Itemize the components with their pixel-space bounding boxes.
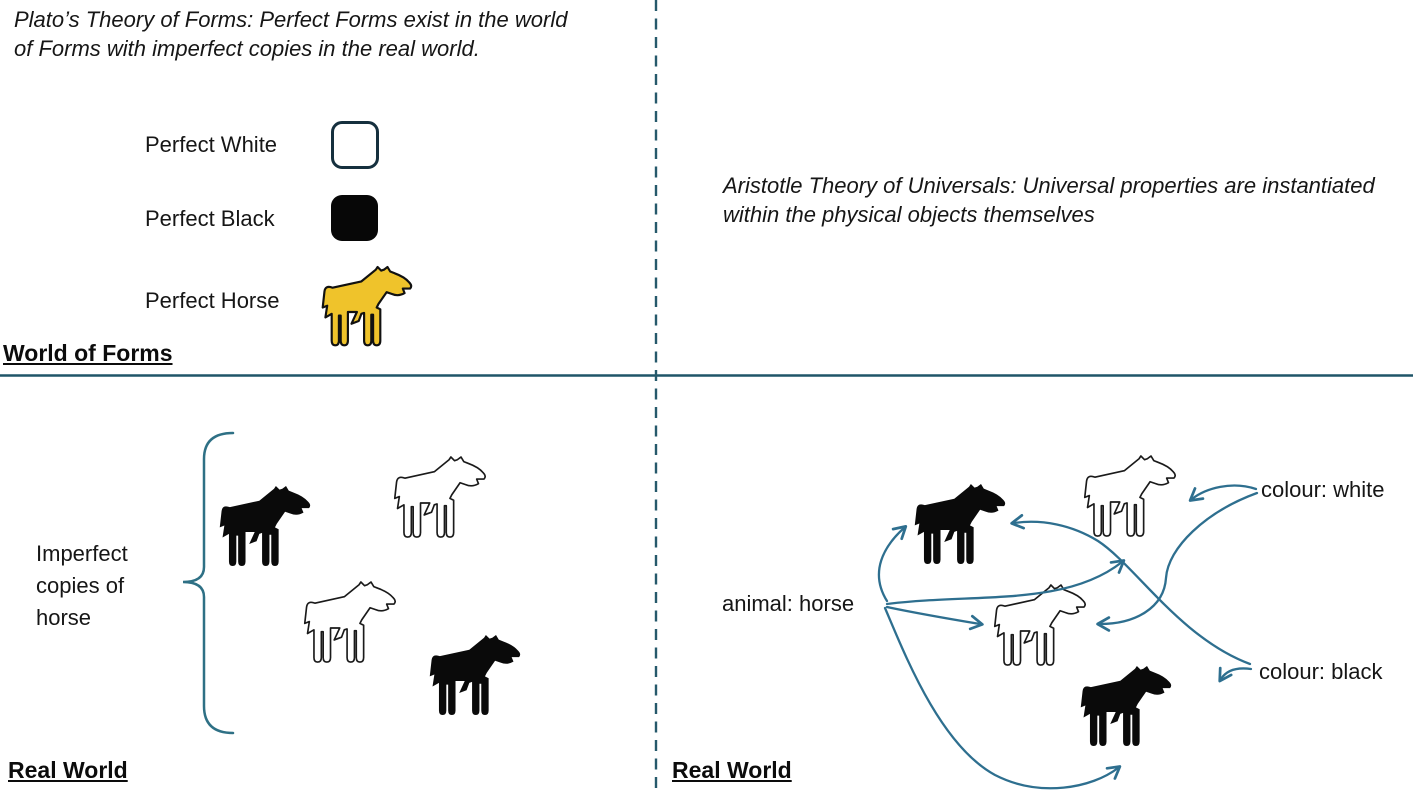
colour-white-label: colour: white — [1261, 477, 1385, 502]
arrow-colour-black-to-top-black-horse — [1010, 514, 1252, 666]
colour-black-label: colour: black — [1259, 659, 1383, 684]
white-square-swatch — [331, 121, 379, 169]
black-square-swatch — [331, 195, 378, 241]
arrow-colour-white-to-middle-white-horse — [1096, 491, 1259, 632]
black-horse-icon-aristotle-bottom — [1080, 666, 1172, 747]
perfect-horse-yellow-icon — [321, 265, 413, 347]
aristotle-title: Aristotle Theory of Universals: Universa… — [723, 173, 1375, 227]
arrow-colour-black-to-bottom-black-horse — [1218, 666, 1253, 683]
white-horse-icon-copy-2 — [303, 581, 397, 663]
real-world-label-right: Real World — [672, 757, 792, 783]
arrow-colour-white-to-top-white-horse — [1188, 484, 1258, 502]
white-horse-icon-aristotle-top — [1083, 455, 1177, 537]
perfect-horse-label: Perfect Horse — [145, 288, 280, 313]
real-world-label-left: Real World — [8, 757, 128, 783]
arrow-animal-to-top-black-horse — [877, 525, 908, 603]
world-of-forms-label: World of Forms — [3, 340, 173, 366]
animal-horse-label: animal: horse — [722, 591, 855, 616]
plato-title: Plato’s Theory of Forms: Perfect Forms e… — [14, 7, 568, 61]
white-horse-icon-copy-1 — [393, 456, 487, 538]
curly-brace-icon — [182, 431, 235, 735]
black-horse-icon-copy-1 — [219, 486, 311, 567]
black-horse-icon-aristotle-top — [914, 484, 1006, 565]
imperfect-copies-label: Imperfect copies of horse — [36, 541, 128, 630]
black-horse-icon-copy-2 — [429, 635, 521, 716]
arrow-animal-to-bottom-black-horse — [883, 606, 1122, 790]
arrow-animal-to-top-white-horse — [885, 559, 1126, 606]
perfect-white-label: Perfect White — [145, 132, 278, 157]
perfect-black-label: Perfect Black — [145, 206, 275, 231]
arrow-animal-to-middle-white-horse — [885, 605, 984, 631]
